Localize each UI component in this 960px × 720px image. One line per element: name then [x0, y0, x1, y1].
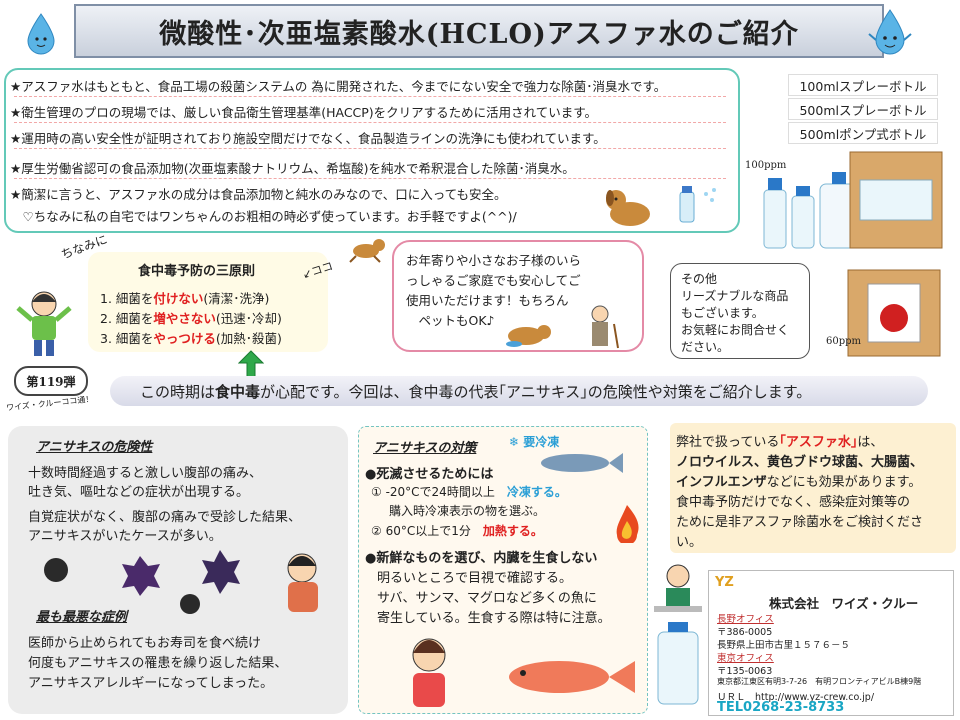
speech-bubble: その他 リーズナブルな商品 もございます。 お気軽にお問合せく ださい。	[670, 263, 810, 359]
bubble-line: リーズナブルな商品	[681, 289, 789, 303]
page-title: 微酸性･次亜塩素酸水(HCLO)アスファ水のご紹介	[159, 18, 799, 50]
principles-title: 食中毒予防の三原則	[138, 264, 256, 279]
elder-dog-illustration	[506, 305, 619, 349]
danger-text: 吐き気、嘔吐などの症状が出現する。	[28, 485, 250, 500]
intro-line: ★運用時の高い安全性が証明されており施設空間だけでなく、食品製造ラインの洗浄にも…	[10, 131, 606, 146]
measures-text: ●新鮮なものを選び、内臓を生食しない	[365, 551, 598, 566]
cleaning-staff-illustration	[654, 564, 702, 705]
notice-banner: この時期は食中毒が心配です。今回は、食中毒の代表｢アニサキス｣の危険性や対策をご…	[110, 376, 928, 406]
danger-panel: アニサキスの危険性 十数時間経過すると激しい腹部の痛み、 吐き気、嘔吐などの症状…	[8, 426, 348, 714]
issue-badge: 第119弾	[14, 366, 88, 396]
danger-text: 医師から止められてもお寿司を食べ続け	[28, 636, 261, 651]
measures-text: ●死滅させるためには	[365, 467, 494, 482]
bacteria-illustration	[44, 550, 318, 614]
intro-box: ★アスファ水はもともと、食品工場の殺菌システムの 為に開発された、今までにない安…	[4, 68, 740, 233]
child-illustration	[16, 291, 72, 356]
bubble-line: っしゃるご家庭でも安心してご	[406, 273, 581, 288]
intro-line: ★簡潔に言うと、アスファ水の成分は食品添加物と純水のみなので、口に入っても安全。	[10, 187, 507, 202]
fish-icon	[541, 453, 623, 473]
water-drop-mascot-icon	[868, 9, 912, 55]
up-arrow-icon	[238, 350, 264, 378]
danger-text: アニサキスアレルギーになってしまった。	[28, 676, 274, 691]
measures-text: ① -20°Cで24時間以上 冷凍する。	[371, 485, 567, 499]
intro-line: ★衛生管理のプロの現場では、厳しい食品衛生管理基準(HACCP)をクリアするため…	[10, 105, 598, 120]
badge-caption: ワイズ・クルーココ通！	[5, 394, 94, 413]
company-tel[interactable]: TEL0268-23-8733	[717, 700, 845, 715]
measures-text: 明るいところで目視で確認する。	[377, 571, 573, 586]
dog-spray-illustration	[606, 186, 716, 226]
measures-panel: アニサキスの対策 ❄ 要冷凍 ●死滅させるためには ① -20°Cで24時間以上…	[358, 426, 648, 714]
company-name: 株式会社 ワイズ・クルー	[769, 596, 919, 611]
ppm-label: 60ppm	[826, 336, 862, 347]
company-note: 弊社で扱っている｢アスファ水｣は、 ノロウイルス、黄色ブドウ球菌、大腸菌、 イン…	[670, 423, 956, 553]
worst-case-heading: 最も最悪な症例	[36, 610, 128, 625]
intro-line: ♡ちなみに私の自宅ではワンちゃんのお粗相の時必ず使っています。お手軽ですよ(^^…	[10, 209, 517, 224]
note-text: 弊社で扱っている｢アスファ水｣は、	[676, 435, 884, 450]
note-text: ために是非アスファ除菌水をご検討くださ	[676, 515, 924, 530]
danger-text: 自覚症状がなく、腹部の痛みで受診した結果、	[28, 510, 302, 525]
bubble-line: ださい。	[681, 340, 730, 354]
speech-bubble: お年寄りや小さなお子様のいら っしゃるご家庭でも安心してご 使用いただけます！も…	[392, 240, 644, 352]
office-zip: 〒386-0005	[717, 627, 773, 638]
office-address: 東京都江東区有明3-7-26 有明フロンティアビルB棟9階	[717, 677, 922, 686]
bubble-line: お気軽にお問合せく	[681, 323, 790, 337]
company-url[interactable]: ＵＲＬ http://www.yz-crew.co.jp/	[717, 692, 875, 703]
bubble-line: その他	[681, 272, 718, 286]
office-address: 長野県上田市古里１５７６－５	[717, 640, 851, 651]
product-bottles-illustration	[763, 151, 943, 249]
office-zip: 〒135-0063	[717, 666, 773, 677]
water-drop-mascot-icon	[27, 13, 55, 55]
measures-text: 寄生している。生食する際は特に注意。	[377, 611, 611, 626]
bubble-line: もございます。	[681, 306, 764, 320]
danger-heading: アニサキスの危険性	[36, 440, 153, 455]
danger-text: 十数時間経過すると激しい腹部の痛み、	[28, 466, 263, 481]
product-item: 100mlスプレーボトル	[788, 74, 938, 96]
note-text: い。	[676, 535, 703, 550]
company-logo: YZ	[715, 575, 734, 590]
office-label: 長野オフィス	[717, 614, 774, 625]
freeze-badge: ❄ 要冷凍	[509, 435, 560, 449]
note-text: ノロウイルス、黄色ブドウ球菌、大腸菌、	[676, 455, 924, 470]
intro-line: ★アスファ水はもともと、食品工場の殺菌システムの 為に開発された、今までにない安…	[10, 79, 667, 94]
note-text: インフルエンザなどにも効果があります。	[676, 475, 922, 490]
danger-text: 何度もアニサキスの罹患を繰り返した結果、	[28, 656, 288, 671]
bubble-line: お年寄りや小さなお子様のいら	[406, 253, 582, 268]
measures-text: 購入時冷凍表示の物を選ぶ。	[389, 504, 546, 518]
fire-icon	[616, 505, 639, 543]
running-dog-icon	[349, 239, 385, 263]
principle-item: 2. 細菌を増やさない(迅速･冷却)	[100, 311, 282, 326]
principle-item: 1. 細菌を付けない(清潔･洗浄)	[100, 291, 270, 306]
intro-line: ★厚生労働省認可の食品添加物(次亜塩素酸ナトリウム、希塩酸)を純水で希釈混合した…	[10, 161, 575, 176]
banner-text: この時期は食中毒が心配です。今回は、食中毒の代表｢アニサキス｣の危険性や対策をご…	[140, 382, 812, 401]
company-card: YZ 株式会社 ワイズ・クルー 長野オフィス 〒386-0005 長野県上田市古…	[708, 570, 954, 716]
product-box-illustration	[847, 269, 941, 357]
principle-item: 3. 細菌をやっつける(加熱･殺菌)	[100, 331, 282, 346]
girl-fish-illustration	[412, 638, 635, 707]
measures-heading: アニサキスの対策	[373, 441, 477, 456]
ppm-label: 100ppm	[745, 160, 787, 171]
note-text: 食中毒予防だけでなく、感染症対策等の	[676, 495, 911, 510]
danger-text: アニサキスがいたケースが多い。	[28, 529, 222, 544]
principles-box: 食中毒予防の三原則 1. 細菌を付けない(清潔･洗浄) 2. 細菌を増やさない(…	[88, 252, 328, 352]
title-banner: 微酸性･次亜塩素酸水(HCLO)アスファ水のご紹介	[74, 4, 884, 58]
product-item: 500mlスプレーボトル	[788, 98, 938, 120]
bubble-line: 使用いただけます！もちろん	[406, 293, 569, 308]
office-label: 東京オフィス	[717, 653, 774, 664]
measures-text: ② 60°C以上で1分 加熱する。	[371, 524, 543, 538]
bubble-line: ペットもOK♪	[406, 313, 495, 328]
product-item: 500mlポンプ式ボトル	[788, 122, 938, 144]
measures-text: サバ、サンマ、マグロなど多くの魚に	[377, 591, 597, 606]
